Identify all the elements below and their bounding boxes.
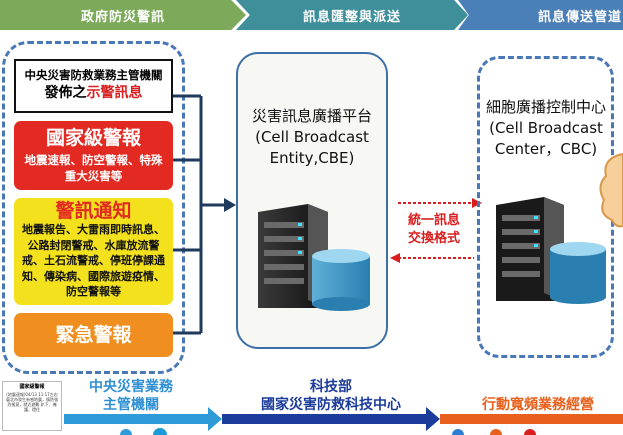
bottom-logos bbox=[120, 428, 536, 435]
database-icon bbox=[550, 242, 606, 304]
cbc-label: 細胞廣播控制中心(Cell Broadcast Center，CBC) bbox=[485, 98, 606, 158]
stage-label: 政府防災警訊 bbox=[80, 9, 165, 25]
exchange-label-line2: 交換格式 bbox=[407, 231, 460, 246]
thumbnail-title: 國家級警報 bbox=[19, 384, 45, 390]
agency1-line1: 中央災害業務 bbox=[89, 379, 173, 395]
stage-label: 訊息匯整與派送 bbox=[302, 9, 401, 25]
agency1-label: 中央災害業務 主管機關 bbox=[66, 378, 196, 414]
stage-aggregation: 訊息匯整與派送 bbox=[236, 0, 468, 30]
cloud-icon bbox=[599, 152, 623, 228]
alert-body: 地震報告、大雷雨即時訊息、公路封閉警戒、水庫放流警戒、土石流警戒、停班停課通知、… bbox=[22, 223, 165, 298]
cbe-server-icon bbox=[258, 204, 370, 311]
stage-label: 訊息傳送管道 bbox=[538, 9, 623, 25]
agency3-label: 行動寬頻業務經營 bbox=[482, 396, 623, 414]
authority-line2-highlight: 示警訊息 bbox=[86, 85, 143, 101]
emergency-alert-box: 緊急警報 bbox=[14, 313, 173, 357]
agency1-line2: 主管機關 bbox=[103, 397, 159, 413]
stage-delivery-channel: 訊息傳送管道 bbox=[458, 0, 623, 30]
government-alert-group bbox=[2, 41, 185, 374]
national-alert-box: 國家級警報 地震速報、防空警報、特殊重大災害等 bbox=[14, 121, 173, 190]
database-icon bbox=[312, 249, 370, 311]
agency2-line2: 國家災害防救科技中心 bbox=[261, 397, 401, 413]
thumbnail-text: (地震速報)04/13 11:17左右臺北市發生有感地震，慎防強烈搖晃，就近避難… bbox=[6, 392, 58, 412]
notice-alert-box: 警訊通知 地震報告、大雷雨即時訊息、公路封閉警戒、水庫放流警戒、土石流警戒、停班… bbox=[14, 198, 173, 305]
alert-title: 緊急警報 bbox=[55, 324, 132, 346]
authority-line2-prefix: 發佈之 bbox=[44, 85, 87, 101]
exchange-label: 統一訊息 交換格式 bbox=[392, 212, 476, 248]
exchange-label-line1: 統一訊息 bbox=[407, 213, 460, 228]
alert-thumbnail: 國家級警報 (地震速報)04/13 11:17左右臺北市發生有感地震，慎防強烈搖… bbox=[2, 381, 62, 431]
alert-title: 國家級警報 bbox=[45, 127, 141, 149]
authority-box: 中央災害防救業務主管機關 發佈之示警訊息 bbox=[14, 59, 173, 113]
stage-government-alerts: 政府防災警訊 bbox=[0, 0, 246, 30]
cbe-label: 災害訊息廣播平台(Cell Broadcast Entity,CBE) bbox=[252, 107, 373, 167]
cbc-server-icon bbox=[496, 197, 606, 304]
alert-title: 警訊通知 bbox=[55, 200, 132, 222]
arrow-icon bbox=[224, 198, 236, 212]
agency2-label: 科技部 國家災害防救科技中心 bbox=[236, 378, 426, 414]
agency3-text: 行動寬頻業務經營 bbox=[482, 397, 594, 413]
alert-body: 地震速報、防空警報、特殊重大災害等 bbox=[24, 153, 163, 183]
authority-line1: 中央災害防救業務主管機關 bbox=[24, 68, 163, 82]
authority-line2: 發佈之示警訊息 bbox=[16, 83, 171, 103]
agency2-line1: 科技部 bbox=[310, 379, 352, 395]
